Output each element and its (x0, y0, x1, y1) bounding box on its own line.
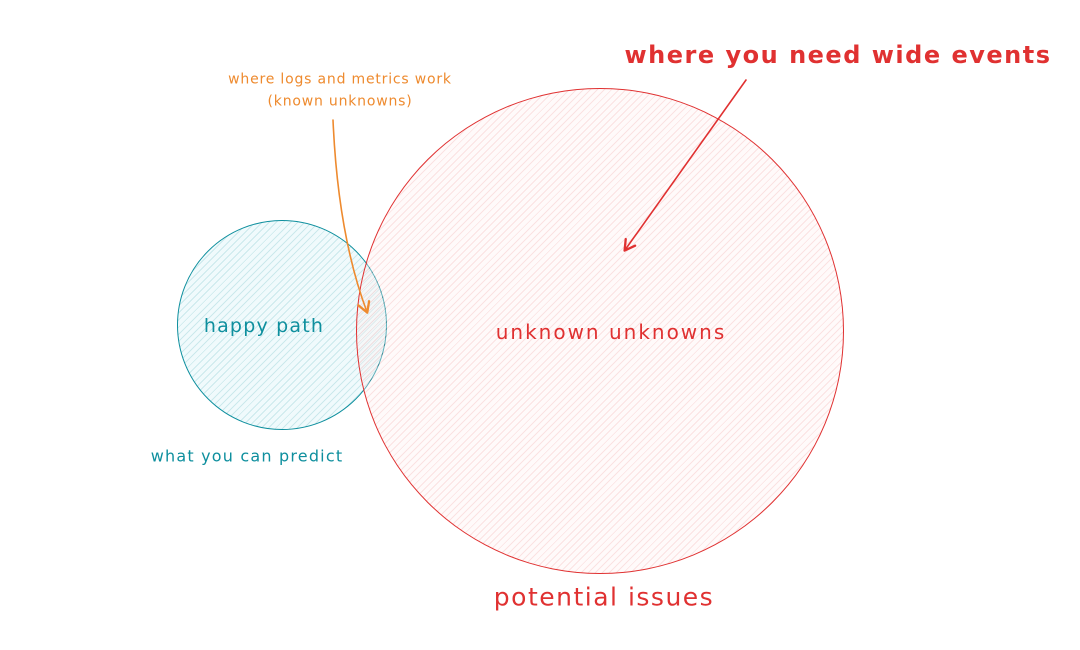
happy-path-label: happy path (203, 315, 325, 337)
wide-events-annotation: where you need wide events (624, 41, 1052, 69)
unknown-unknowns-circle (356, 88, 844, 574)
logs-metrics-annotation-line2: (known unknowns) (267, 93, 413, 109)
logs-metrics-annotation-line1: where logs and metrics work (228, 71, 452, 88)
logs-metrics-annotation: where logs and metrics work (known unkno… (228, 69, 452, 112)
unknown-unknowns-label: unknown unknowns (495, 320, 727, 344)
happy-path-caption: what you can predict (150, 446, 344, 466)
potential-issues-caption: potential issues (493, 582, 715, 612)
